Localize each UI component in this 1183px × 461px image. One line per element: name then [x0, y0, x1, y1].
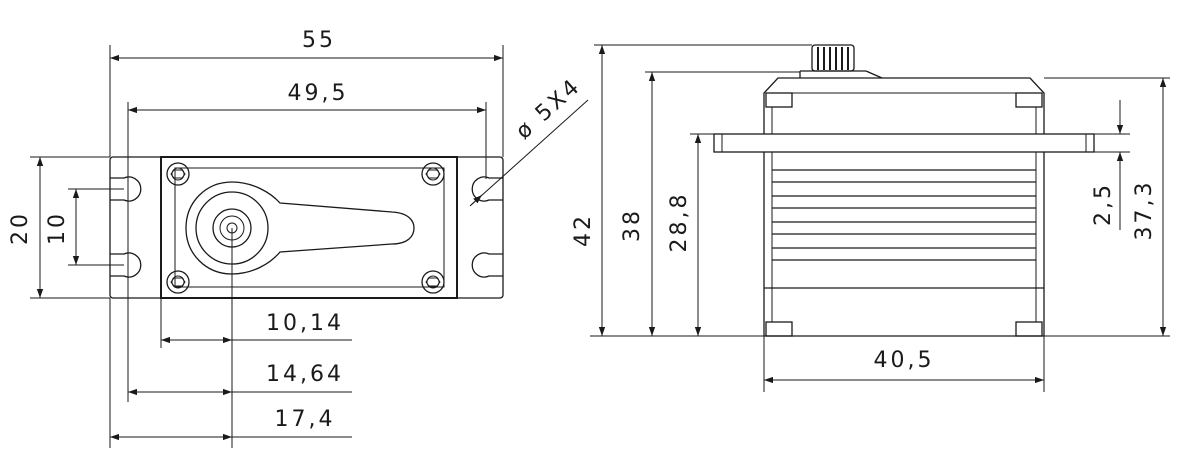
side-body	[763, 152, 1045, 336]
dim-body-width: 40,5	[764, 348, 1044, 384]
dim-height-to-top: 37,3	[1132, 78, 1167, 336]
dim-shaft-offset-2: 14,64	[128, 362, 352, 396]
dim-lower-height: 28,8	[667, 134, 702, 336]
label-body-width: 40,5	[874, 348, 935, 373]
case-body	[160, 156, 458, 299]
dim-total-height: 42	[571, 45, 606, 336]
label-body-height: 38	[620, 208, 645, 242]
screw-top-left	[166, 162, 190, 186]
screw-top-right	[421, 162, 445, 186]
label-overall-width: 55	[302, 28, 336, 53]
extension-lines	[30, 45, 504, 448]
dim-hole-spec: ø 5X4	[469, 73, 589, 207]
label-shaft-offset-1: 10,14	[266, 311, 344, 336]
case-inner-rim	[174, 167, 445, 288]
output-spline	[799, 44, 883, 79]
side-view: 42 38 28,8 2,5 37,3 40,5	[571, 44, 1170, 392]
servo-horn	[185, 181, 415, 275]
dim-flange-thickness: 2,5	[1091, 100, 1124, 230]
bottom-cover	[764, 288, 1044, 337]
label-flange-thickness: 2,5	[1091, 182, 1116, 226]
dim-overall-height: 20	[8, 157, 44, 298]
screw-bottom-right	[421, 270, 445, 294]
top-cover	[763, 77, 1045, 134]
label-hole-spacing: 49,5	[288, 81, 349, 106]
dim-shaft-offset-3: 17,4	[110, 407, 352, 441]
side-extension-lines	[590, 44, 1170, 392]
label-lower-height: 28,8	[667, 192, 692, 253]
label-height-to-top: 37,3	[1132, 180, 1157, 241]
front-view: 55 49,5 ø 5X4 20 10 10,14	[8, 28, 589, 448]
dim-hole-vertical-spacing: 10	[45, 189, 80, 265]
label-shaft-offset-3: 17,4	[275, 407, 336, 432]
label-total-height: 42	[571, 213, 596, 247]
dim-hole-spacing: 49,5	[128, 81, 486, 114]
dim-overall-width: 55	[110, 28, 503, 62]
label-hole-vertical-spacing: 10	[45, 211, 70, 245]
screw-bottom-left	[166, 270, 190, 294]
label-shaft-offset-2: 14,64	[266, 362, 344, 387]
mounting-hole-right-bottom	[471, 252, 503, 278]
dim-shaft-offset-1: 10,14	[161, 311, 352, 344]
dim-body-height: 38	[620, 72, 656, 336]
label-overall-height: 20	[8, 211, 33, 245]
side-flange	[713, 133, 1095, 153]
mounting-hole-right-top	[471, 176, 503, 202]
label-hole-spec: ø 5X4	[511, 73, 586, 144]
